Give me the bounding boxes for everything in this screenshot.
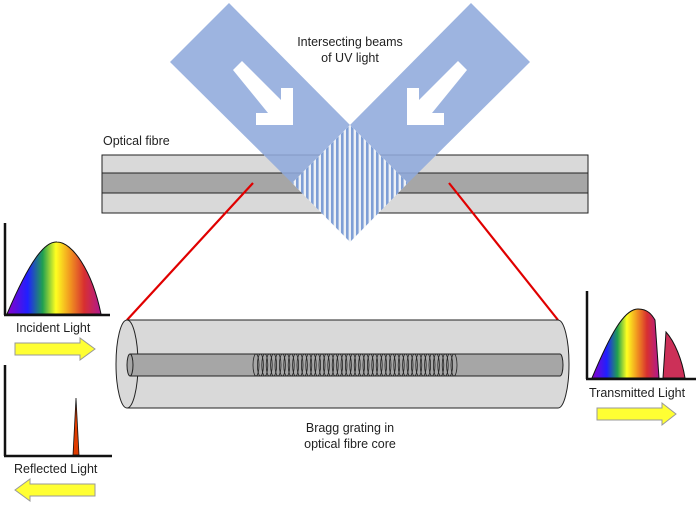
grating-ring xyxy=(393,353,401,377)
interference-fringe xyxy=(386,125,389,242)
beam-arrow-icon xyxy=(407,61,467,125)
grating-ring xyxy=(261,353,269,377)
interference-fringe xyxy=(391,125,394,242)
grating-ring xyxy=(410,353,418,377)
grating-caption-line-2: optical fibre core xyxy=(304,437,396,451)
title-line-1: Intersecting beams xyxy=(297,35,403,49)
incident-light-label: Incident Light xyxy=(16,321,91,335)
interference-fringe xyxy=(406,125,408,242)
grating-ring xyxy=(358,353,366,377)
incident-arrow-icon xyxy=(14,337,96,361)
interference-fringe xyxy=(331,125,334,242)
grating-ring xyxy=(287,353,295,377)
title-line-2: of UV light xyxy=(321,51,379,65)
zoom-line-left xyxy=(126,182,254,321)
grating-ring xyxy=(292,353,300,377)
grating-caption-line-1: Bragg grating in xyxy=(306,421,394,435)
grating-ring xyxy=(441,353,449,377)
interference-fringe xyxy=(321,125,324,242)
interference-fringe xyxy=(316,125,319,242)
optical-fibre-label: Optical fibre xyxy=(103,134,170,148)
grating-ring xyxy=(318,353,326,377)
grating-ring xyxy=(349,353,357,377)
grating-ring xyxy=(384,353,392,377)
grating-ring xyxy=(402,353,410,377)
grating-ring xyxy=(437,353,445,377)
grating-ring xyxy=(406,353,414,377)
grating-ring xyxy=(327,353,335,377)
fibre-core xyxy=(130,353,564,377)
grating-ring xyxy=(380,353,388,377)
grating-ring xyxy=(283,353,291,377)
grating-ring xyxy=(362,353,370,377)
interference-fringe xyxy=(376,125,379,242)
grating-ring xyxy=(432,353,440,377)
uv-beam-left xyxy=(170,3,350,183)
reflected-light-label: Reflected Light xyxy=(14,462,98,476)
reflected-peak xyxy=(72,397,80,456)
grating-ring xyxy=(450,353,458,377)
interference-fringe xyxy=(292,125,294,242)
grating-ring xyxy=(446,353,454,377)
reflected-spectrum xyxy=(3,365,112,458)
interference-fringe xyxy=(341,125,344,242)
grating-ring xyxy=(353,353,361,377)
interference-fringe xyxy=(396,125,399,242)
interference-fringe xyxy=(346,125,349,242)
grating-ring xyxy=(366,353,374,377)
interference-fringe xyxy=(381,125,384,242)
fibre-cylinder xyxy=(115,319,570,409)
transmitted-light-label: Transmitted Light xyxy=(589,386,686,400)
grating-ring xyxy=(256,353,264,377)
interference-fringe xyxy=(301,125,304,242)
grating-ring xyxy=(397,353,405,377)
interference-fringe xyxy=(326,125,329,242)
interference-fringe xyxy=(371,125,374,242)
beam-arrow-icon xyxy=(233,61,293,125)
incident-spectrum xyxy=(3,223,110,317)
interference-fringe xyxy=(296,125,299,242)
grating-ring xyxy=(344,353,352,377)
transmitted-spectrum xyxy=(585,291,696,381)
grating-ring xyxy=(415,353,423,377)
grating-ring xyxy=(274,353,282,377)
grating-ring xyxy=(371,353,379,377)
grating-ring xyxy=(388,353,396,377)
interference-fringe xyxy=(356,125,359,242)
uv-beam-right xyxy=(350,3,530,183)
grating-ring xyxy=(296,353,304,377)
grating-ring xyxy=(340,353,348,377)
grating-ring xyxy=(309,353,317,377)
bragg-grating xyxy=(252,353,458,377)
grating-ring xyxy=(428,353,436,377)
grating-ring xyxy=(270,353,278,377)
interference-fringe xyxy=(401,125,404,242)
interference-fringe xyxy=(351,125,354,242)
grating-ring xyxy=(300,353,308,377)
interference-fringe xyxy=(336,125,339,242)
grating-ring xyxy=(336,353,344,377)
grating-ring xyxy=(419,353,427,377)
transmitted-arrow-icon xyxy=(596,401,677,427)
grating-ring xyxy=(278,353,286,377)
grating-ring xyxy=(314,353,322,377)
interference-fringe xyxy=(366,125,369,242)
grating-ring xyxy=(375,353,383,377)
grating-ring xyxy=(424,353,432,377)
grating-ring xyxy=(305,353,313,377)
grating-ring xyxy=(322,353,330,377)
interference-fringe xyxy=(306,125,309,242)
zoom-line-right xyxy=(448,182,559,321)
grating-ring xyxy=(331,353,339,377)
grating-ring xyxy=(265,353,273,377)
interference-fringe xyxy=(361,125,364,242)
interference-fringe xyxy=(311,125,314,242)
reflected-arrow-icon xyxy=(14,478,96,502)
grating-ring xyxy=(252,353,260,377)
